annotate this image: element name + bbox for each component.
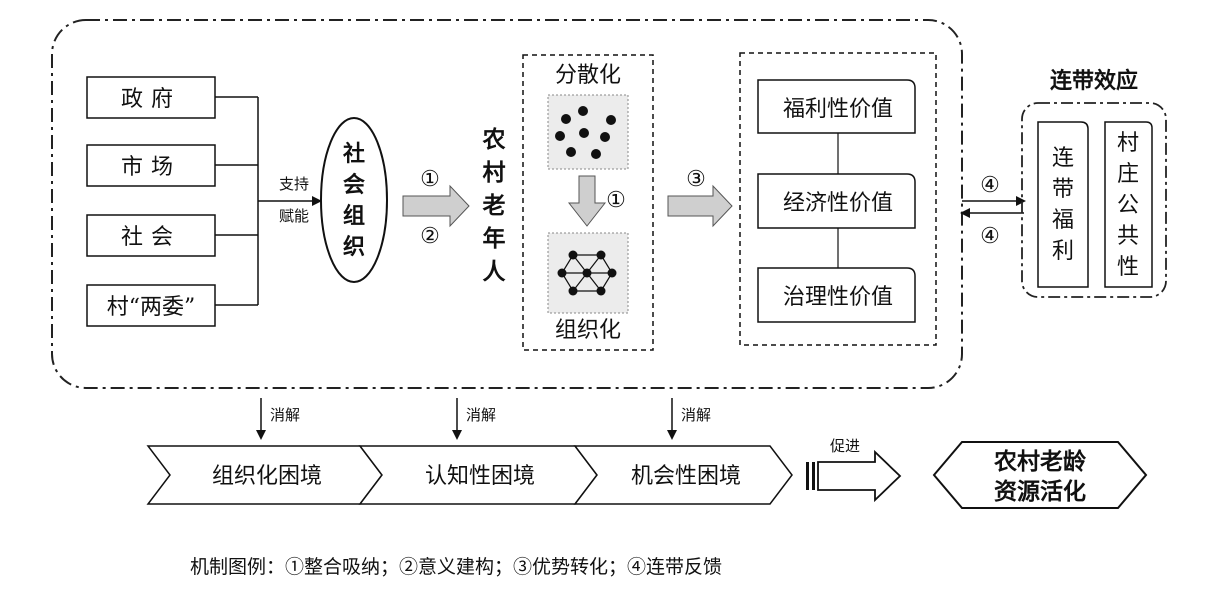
actor-connector: [215, 96, 322, 306]
value-welfare: 福利性价值: [757, 79, 916, 134]
linkage-welfare-label: 连 带 福 利: [1052, 146, 1074, 264]
network-graph: [557, 250, 617, 296]
block-arrow-to-elderly: [402, 184, 470, 228]
transform-arrow-label: ①: [606, 188, 626, 213]
value-label: 经济性价值: [783, 191, 893, 216]
value-label: 福利性价值: [783, 97, 893, 122]
resolve-label: 消解: [466, 406, 496, 424]
dilemma-organizational: 组织化困境: [146, 445, 383, 505]
down-block-arrow: [567, 175, 607, 227]
actor-label: 政府: [121, 87, 181, 112]
dilemma-opportunity: 机会性困境: [573, 445, 793, 505]
promote-arrow: [806, 449, 902, 503]
support-label: 支持: [279, 175, 309, 193]
linkage-char: 性: [1117, 255, 1139, 280]
node: [557, 268, 567, 278]
linkage-char: 连: [1052, 146, 1074, 171]
mechanism-1-label: ①: [420, 167, 440, 192]
dot: [578, 106, 588, 116]
node: [568, 286, 578, 296]
social-org-ellipse: [320, 117, 388, 283]
dilemma-label: 组织化困境: [212, 464, 322, 489]
legend-text: 机制图例：①整合吸纳；②意义建构；③优势转化；④连带反馈: [190, 556, 722, 578]
elderly-char: 村: [483, 159, 506, 186]
actor-box-government: 政府: [86, 76, 216, 119]
node: [582, 268, 592, 278]
linkage-welfare-box: [1037, 121, 1089, 288]
dilemma-label: 机会性困境: [631, 464, 741, 489]
outcome-hexagon: [932, 441, 1148, 509]
resolve-label: 消解: [681, 406, 711, 424]
linkage-char: 共: [1117, 224, 1139, 249]
promote-label: 促进: [830, 437, 860, 455]
actor-label: 社会: [121, 225, 181, 250]
social-org-char: 会: [343, 172, 365, 198]
dot: [600, 132, 610, 142]
dot: [606, 115, 616, 125]
value-governance: 治理性价值: [757, 267, 916, 323]
node: [607, 268, 617, 278]
actor-label: 市场: [121, 155, 181, 180]
actor-label: 村“两委”: [107, 295, 196, 320]
actor-box-society: 社会: [86, 214, 216, 257]
mechanism-3-label: ③: [686, 167, 706, 192]
mechanism-2-label: ②: [420, 224, 440, 249]
node: [596, 250, 606, 260]
feedback-label-forward: ④: [980, 173, 1000, 198]
linkage-char: 福: [1052, 208, 1074, 233]
elderly-char: 年: [483, 225, 506, 252]
dot: [561, 114, 571, 124]
resolve-label: 消解: [270, 406, 300, 424]
linkage-char: 利: [1052, 239, 1074, 264]
linkage-publicness-label: 村 庄 公 共 性: [1117, 131, 1139, 280]
organized-label: 组织化: [555, 318, 621, 343]
dot: [579, 128, 589, 138]
values-box: [739, 52, 937, 346]
elderly-char: 人: [483, 258, 507, 285]
transformation-box: [522, 54, 654, 351]
elderly-char: 老: [482, 192, 506, 219]
node: [596, 286, 606, 296]
outcome-line-2: 资源活化: [994, 478, 1086, 505]
actor-box-village-committees: 村“两委”: [86, 284, 216, 327]
empower-label: 赋能: [279, 207, 309, 225]
main-frame: [51, 19, 963, 389]
rural-elderly-label: 农 村 老 年 人: [482, 126, 507, 285]
social-org-char: 组: [343, 203, 365, 229]
linkage-frame: [1021, 102, 1167, 298]
block-arrow-to-values: [667, 184, 733, 228]
dot: [566, 147, 576, 157]
linkage-publicness-box: [1104, 121, 1153, 288]
value-label: 治理性价值: [783, 285, 893, 310]
linkage-char: 庄: [1117, 162, 1139, 187]
linkage-char: 公: [1117, 193, 1139, 218]
social-org-char: 社: [343, 141, 365, 167]
elderly-char: 农: [482, 126, 506, 153]
actor-box-market: 市场: [86, 144, 216, 187]
dilemma-label: 认知性困境: [425, 464, 535, 489]
dot: [555, 131, 565, 141]
linkage-title: 连带效应: [1050, 68, 1138, 94]
social-org-char: 织: [343, 234, 365, 260]
linkage-char: 村: [1117, 131, 1139, 156]
outcome-line-1: 农村老龄: [993, 448, 1087, 475]
social-org-label: 社 会 组 织: [343, 141, 365, 260]
node: [568, 250, 578, 260]
dilemma-cognitive: 认知性困境: [358, 445, 598, 505]
feedback-label-back: ④: [980, 224, 1000, 249]
linkage-char: 带: [1052, 177, 1074, 202]
value-economic: 经济性价值: [757, 173, 916, 229]
scattered-label: 分散化: [555, 63, 621, 88]
scattered-dots: [555, 106, 616, 159]
dot: [591, 149, 601, 159]
